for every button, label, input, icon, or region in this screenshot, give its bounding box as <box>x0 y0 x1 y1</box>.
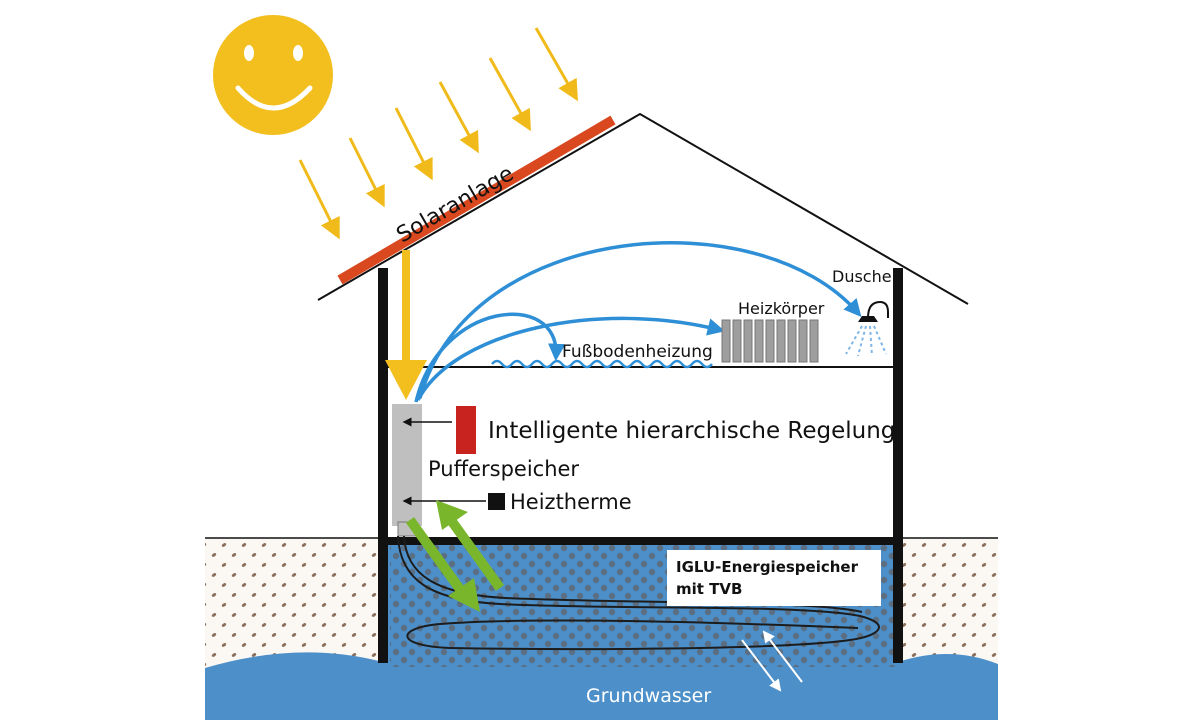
buffer-tank-label: Pufferspeicher <box>428 457 579 481</box>
radiator-label: Heizkörper <box>738 299 825 318</box>
control-label: Intelligente hierarchische Regelung <box>488 418 895 444</box>
roof <box>317 112 969 305</box>
smiling-sun-icon <box>213 15 333 135</box>
solar-panel <box>337 115 616 285</box>
iglu-label-box <box>667 550 881 606</box>
sun-rays <box>298 27 578 240</box>
solar-flow-arrow <box>385 250 427 400</box>
boiler-unit <box>488 493 505 510</box>
solar-panel-label: Solaranlage <box>393 161 519 248</box>
shower-label: Dusche <box>832 267 892 286</box>
control-unit <box>456 406 476 454</box>
radiator-icon <box>721 319 819 363</box>
boiler-label: Heiztherme <box>510 490 632 514</box>
floor-heating-label: Fußbodenheizung <box>562 342 713 362</box>
groundwater-flow-arrows <box>741 630 803 692</box>
iglu-label-line2: mit TVB <box>676 580 742 598</box>
soil-right <box>898 538 998 668</box>
ground-heat-exchange-arrows <box>405 500 505 612</box>
shower-head-icon <box>845 300 889 357</box>
soil-left <box>205 538 383 668</box>
groundwater-label: Grundwasser <box>586 685 711 707</box>
floor-heating-coil <box>491 359 713 369</box>
heat-distribution-pipes <box>414 241 862 403</box>
iglu-label-line1: IGLU-Energiespeicher <box>676 558 859 576</box>
